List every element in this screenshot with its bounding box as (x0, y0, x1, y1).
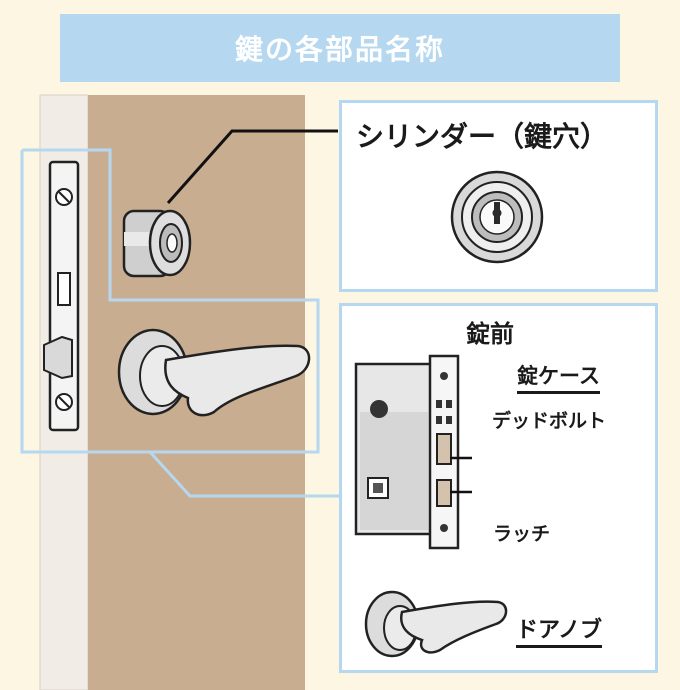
lock-case-label: 錠ケース (517, 360, 600, 394)
latch-label: ラッチ (493, 523, 551, 545)
cylinder-front-icon (450, 170, 544, 264)
lock-label: 錠前 (466, 320, 514, 348)
page-title: 鍵の各部品名称 (234, 33, 445, 66)
doorknob-illustration (364, 590, 508, 658)
deadbolt-leader-line (450, 456, 472, 460)
faceplate (43, 160, 80, 432)
highlight-frame (20, 148, 320, 454)
cylinder-leader-line (166, 129, 338, 204)
title-banner: 鍵の各部品名称 (60, 14, 620, 82)
latch-leader-line (450, 490, 472, 494)
door-cylinder (122, 209, 192, 278)
cylinder-label: シリンダー（鍵穴） (356, 120, 609, 153)
deadbolt-label: デッドボルト (492, 410, 607, 432)
lock-case-illustration (354, 354, 472, 550)
doorknob-label: ドアノブ (516, 612, 603, 648)
door-knob (117, 328, 311, 417)
lock-connector-line (148, 450, 340, 498)
